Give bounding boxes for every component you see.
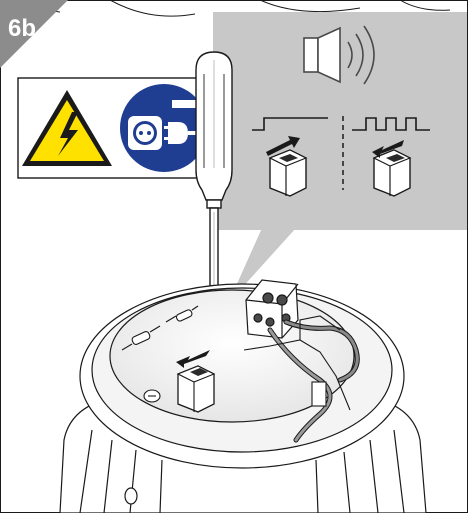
arrow-left-icon: [176, 350, 210, 368]
pulsed-tone-icon: [352, 117, 430, 131]
continuous-tone-icon: [252, 117, 328, 131]
jumper-pulsed: [372, 140, 412, 197]
circuit-plate: [121, 305, 199, 403]
jumper-on-board: [176, 350, 216, 413]
jumper-continuous: [266, 136, 308, 197]
housing-cutout: [243, 315, 351, 411]
step-badge: [0, 0, 68, 68]
electrical-hazard-icon: [22, 90, 112, 166]
speaker-sound-icon: [303, 25, 375, 85]
arrow-left-icon: [372, 140, 404, 158]
wires: [267, 319, 360, 443]
disconnect-mains-plug-icon: [120, 84, 208, 172]
step-number: 6b: [8, 15, 36, 42]
arrow-right-icon: [266, 136, 300, 156]
beacon-base: [59, 283, 427, 513]
